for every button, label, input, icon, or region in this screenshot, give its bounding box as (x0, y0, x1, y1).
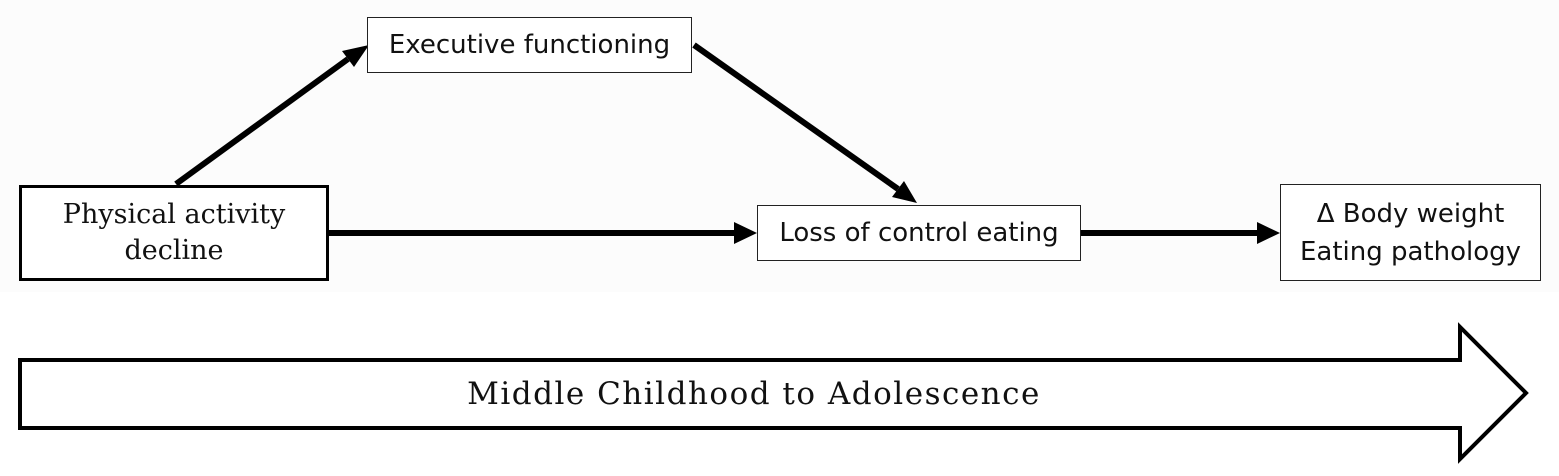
timeline-label: Middle Childhood to Adolescence (467, 376, 1041, 412)
node-outcome-line2: Eating pathology (1299, 236, 1522, 267)
edge-physical-to-loc-arrowhead (734, 222, 757, 244)
node-physical-activity-decline: Physical activity decline (19, 185, 329, 281)
node-loss-of-control-label: Loss of control eating (779, 218, 1059, 248)
edge-physical-to-executive-arrowhead (342, 45, 369, 67)
edge-loc-to-outcome-arrowhead (1257, 222, 1280, 244)
node-physical-activity-line2: decline (124, 235, 224, 266)
node-executive-functioning-label: Executive functioning (388, 30, 671, 60)
node-loss-of-control-eating: Loss of control eating (757, 205, 1081, 261)
node-physical-activity-line1: Physical activity (62, 199, 286, 230)
node-executive-functioning: Executive functioning (367, 17, 692, 73)
edge-executive-to-loc-arrowhead (892, 181, 917, 203)
timeline-arrow (18, 322, 1529, 464)
edge-physical-to-executive (174, 56, 350, 187)
edge-executive-to-loc (692, 42, 900, 192)
node-outcome-line1: Δ Body weight (1316, 198, 1505, 229)
node-outcome: Δ Body weight Eating pathology (1280, 184, 1541, 281)
